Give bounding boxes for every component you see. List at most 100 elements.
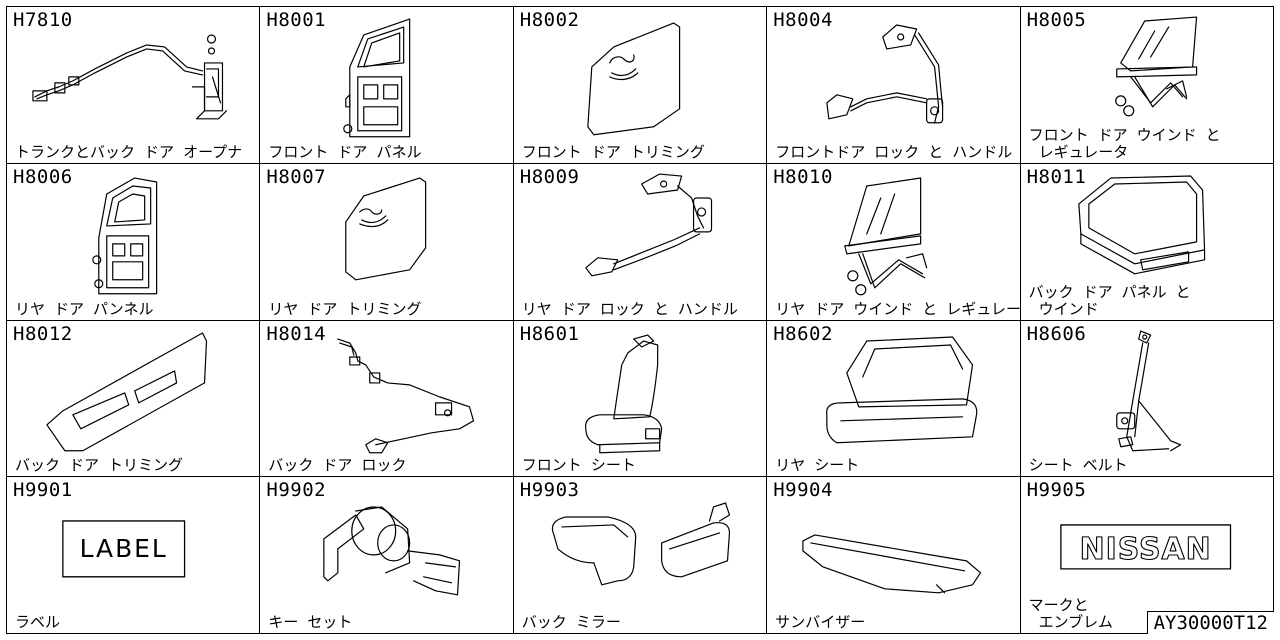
back-door-panel-icon (1077, 175, 1205, 275)
part-label: バック ドア ロック (268, 457, 406, 474)
part-label-line: リヤ ドア トリミング (268, 299, 422, 318)
part-label-line: レギュレータ (1038, 142, 1129, 161)
illustration-text: LABEL (80, 534, 168, 563)
rear-seat-icon (826, 335, 978, 443)
part-code: H7810 (13, 9, 73, 31)
part-code: H9905 (1026, 479, 1087, 502)
front-window-regulator-icon (1114, 16, 1197, 117)
part-code: H9902 (266, 479, 327, 502)
part-label-line: ウインド (1038, 299, 1099, 318)
part-group-cell[interactable]: H8009 リヤ ドア ロック と ハンドル (513, 163, 768, 321)
part-code: H8014 (266, 322, 327, 345)
rear-door-panel-icon (92, 177, 158, 295)
sun-visor-icon (802, 534, 982, 594)
part-label-line: フロントドア ロック と ハンドル (775, 142, 1013, 161)
part-label-line: トランクとバック ドア オープナ (15, 142, 243, 161)
part-group-cell[interactable]: H7810 トランクとバック ドア オープナ (7, 7, 261, 164)
part-label-line: バック ミラー (521, 613, 621, 631)
part-label-line: マークと (1028, 596, 1089, 614)
part-group-cell[interactable]: H9901 LABEL ラベル (7, 477, 261, 634)
part-group-cell[interactable]: H8606 シート ベルト (1020, 320, 1274, 478)
part-label-line: キー セット (268, 613, 353, 631)
part-label-line: フロント ドア トリミング (521, 142, 705, 161)
part-code: H8005 (1026, 9, 1087, 31)
part-label: フロント ドア パネル (268, 142, 422, 161)
part-group-cell[interactable]: H9902 キー セット (260, 477, 514, 634)
part-label: リヤ ドア ロック と ハンドル (521, 299, 738, 318)
part-group-cell[interactable]: H8014 バック ドア ロック (260, 320, 514, 478)
part-label-line: フロント シート (521, 456, 636, 475)
part-code: H9904 (773, 479, 833, 502)
rear-door-lock-icon (585, 173, 712, 277)
part-code: H8010 (773, 165, 833, 188)
part-label-line: エンブレム (1038, 613, 1113, 631)
part-label-line: バック ドア トリミング (15, 456, 184, 475)
part-group-cell[interactable]: H9903 バック ミラー (513, 477, 768, 634)
part-label: リヤ ドア トリミング (268, 299, 422, 318)
seat-belt-icon (1115, 329, 1181, 451)
part-label-line: シート ベルト (1028, 456, 1128, 475)
rear-window-regulator-icon (844, 177, 928, 296)
part-label-line: ラベル (15, 613, 61, 631)
drawing-number: AY30000T12 (1146, 611, 1274, 634)
part-label-line: サンバイザー (775, 613, 866, 631)
part-code: H8012 (13, 322, 73, 345)
front-door-panel-icon (343, 18, 411, 138)
illustration-text: NISSAN (1079, 532, 1211, 567)
part-code: H8004 (773, 9, 833, 31)
part-group-cell[interactable]: H8010 リヤ ドア ウインド と レギュレータ (767, 163, 1021, 321)
part-code: H8602 (773, 322, 833, 345)
front-door-lock-icon (826, 24, 944, 124)
part-code: H8006 (13, 165, 73, 188)
part-label-line: フロント ドア パネル (268, 142, 422, 161)
emblem-icon: NISSAN (1059, 524, 1231, 570)
part-code: H8001 (266, 9, 327, 31)
part-label: フロント シート (522, 457, 636, 474)
part-label-line: リヤ ドア パンネル (15, 299, 154, 318)
part-label: バック ミラー (522, 614, 621, 631)
part-label-line: リヤ ドア ウインド と レギュレータ (775, 299, 1021, 318)
part-group-cell[interactable]: H8006 リヤ ドア パンネル (7, 163, 261, 321)
part-label-line: リヤ シート (775, 456, 860, 475)
part-label: トランクとバック ドア オープナ (15, 142, 243, 161)
part-label: リヤ シート (775, 457, 859, 474)
part-group-cell[interactable]: H8007 リヤ ドア トリミング (260, 163, 514, 321)
label-icon: LABEL (62, 520, 186, 578)
part-label: バック ドア トリミング (15, 457, 183, 474)
mirror-icon (551, 502, 730, 586)
part-label: シート ベルト (1029, 457, 1128, 474)
part-label: バック ドア パネル とウインド (1028, 282, 1191, 318)
part-code: H8007 (266, 165, 327, 188)
back-door-lock-icon (337, 337, 475, 453)
part-code: H8011 (1026, 165, 1087, 188)
front-seat-icon (584, 333, 663, 453)
part-group-cell[interactable]: H8005 フロント ドア ウインド とレギュレータ (1020, 7, 1274, 164)
part-label: フロント ドア ウインド とレギュレータ (1029, 126, 1221, 161)
part-group-cell[interactable]: H8602 リヤ シート (767, 320, 1021, 478)
part-group-cell[interactable]: H8601 フロント シート (513, 320, 768, 478)
part-code: H9901 (13, 479, 73, 502)
back-door-trim-icon (46, 331, 208, 451)
part-label-line: リヤ ドア ロック と ハンドル (521, 299, 738, 318)
rear-door-trim-icon (345, 177, 427, 281)
part-label: フロントドア ロック と ハンドル (775, 142, 1013, 161)
part-label-line: バック ドア ロック (268, 456, 407, 475)
part-group-cell[interactable]: H8004 フロントドア ロック と ハンドル (767, 7, 1021, 164)
part-label: フロント ドア トリミング (521, 142, 705, 161)
part-code: H8009 (519, 165, 580, 188)
key-set-icon (323, 506, 461, 596)
part-label-line: バック ドア パネル と (1028, 282, 1191, 301)
part-group-cell[interactable]: H8012 バック ドア トリミング (7, 320, 261, 478)
part-group-cell[interactable]: H8011 バック ドア パネル とウインド (1020, 163, 1274, 321)
part-group-cell[interactable]: H9904 サンバイザー (767, 477, 1021, 634)
part-group-cell[interactable]: H8001 フロント ドア パネル (260, 7, 514, 164)
part-label: サンバイザー (775, 614, 865, 631)
part-label: リヤ ドア パンネル (15, 299, 154, 318)
part-code: H8606 (1026, 322, 1087, 345)
part-label: キー セット (268, 614, 352, 631)
part-label: ラベル (15, 614, 60, 631)
part-label: リヤ ドア ウインド と レギュレータ (775, 299, 1021, 318)
trunk-opener-cable-icon (32, 34, 228, 120)
part-group-cell[interactable]: H8002 フロント ドア トリミング (513, 7, 768, 164)
